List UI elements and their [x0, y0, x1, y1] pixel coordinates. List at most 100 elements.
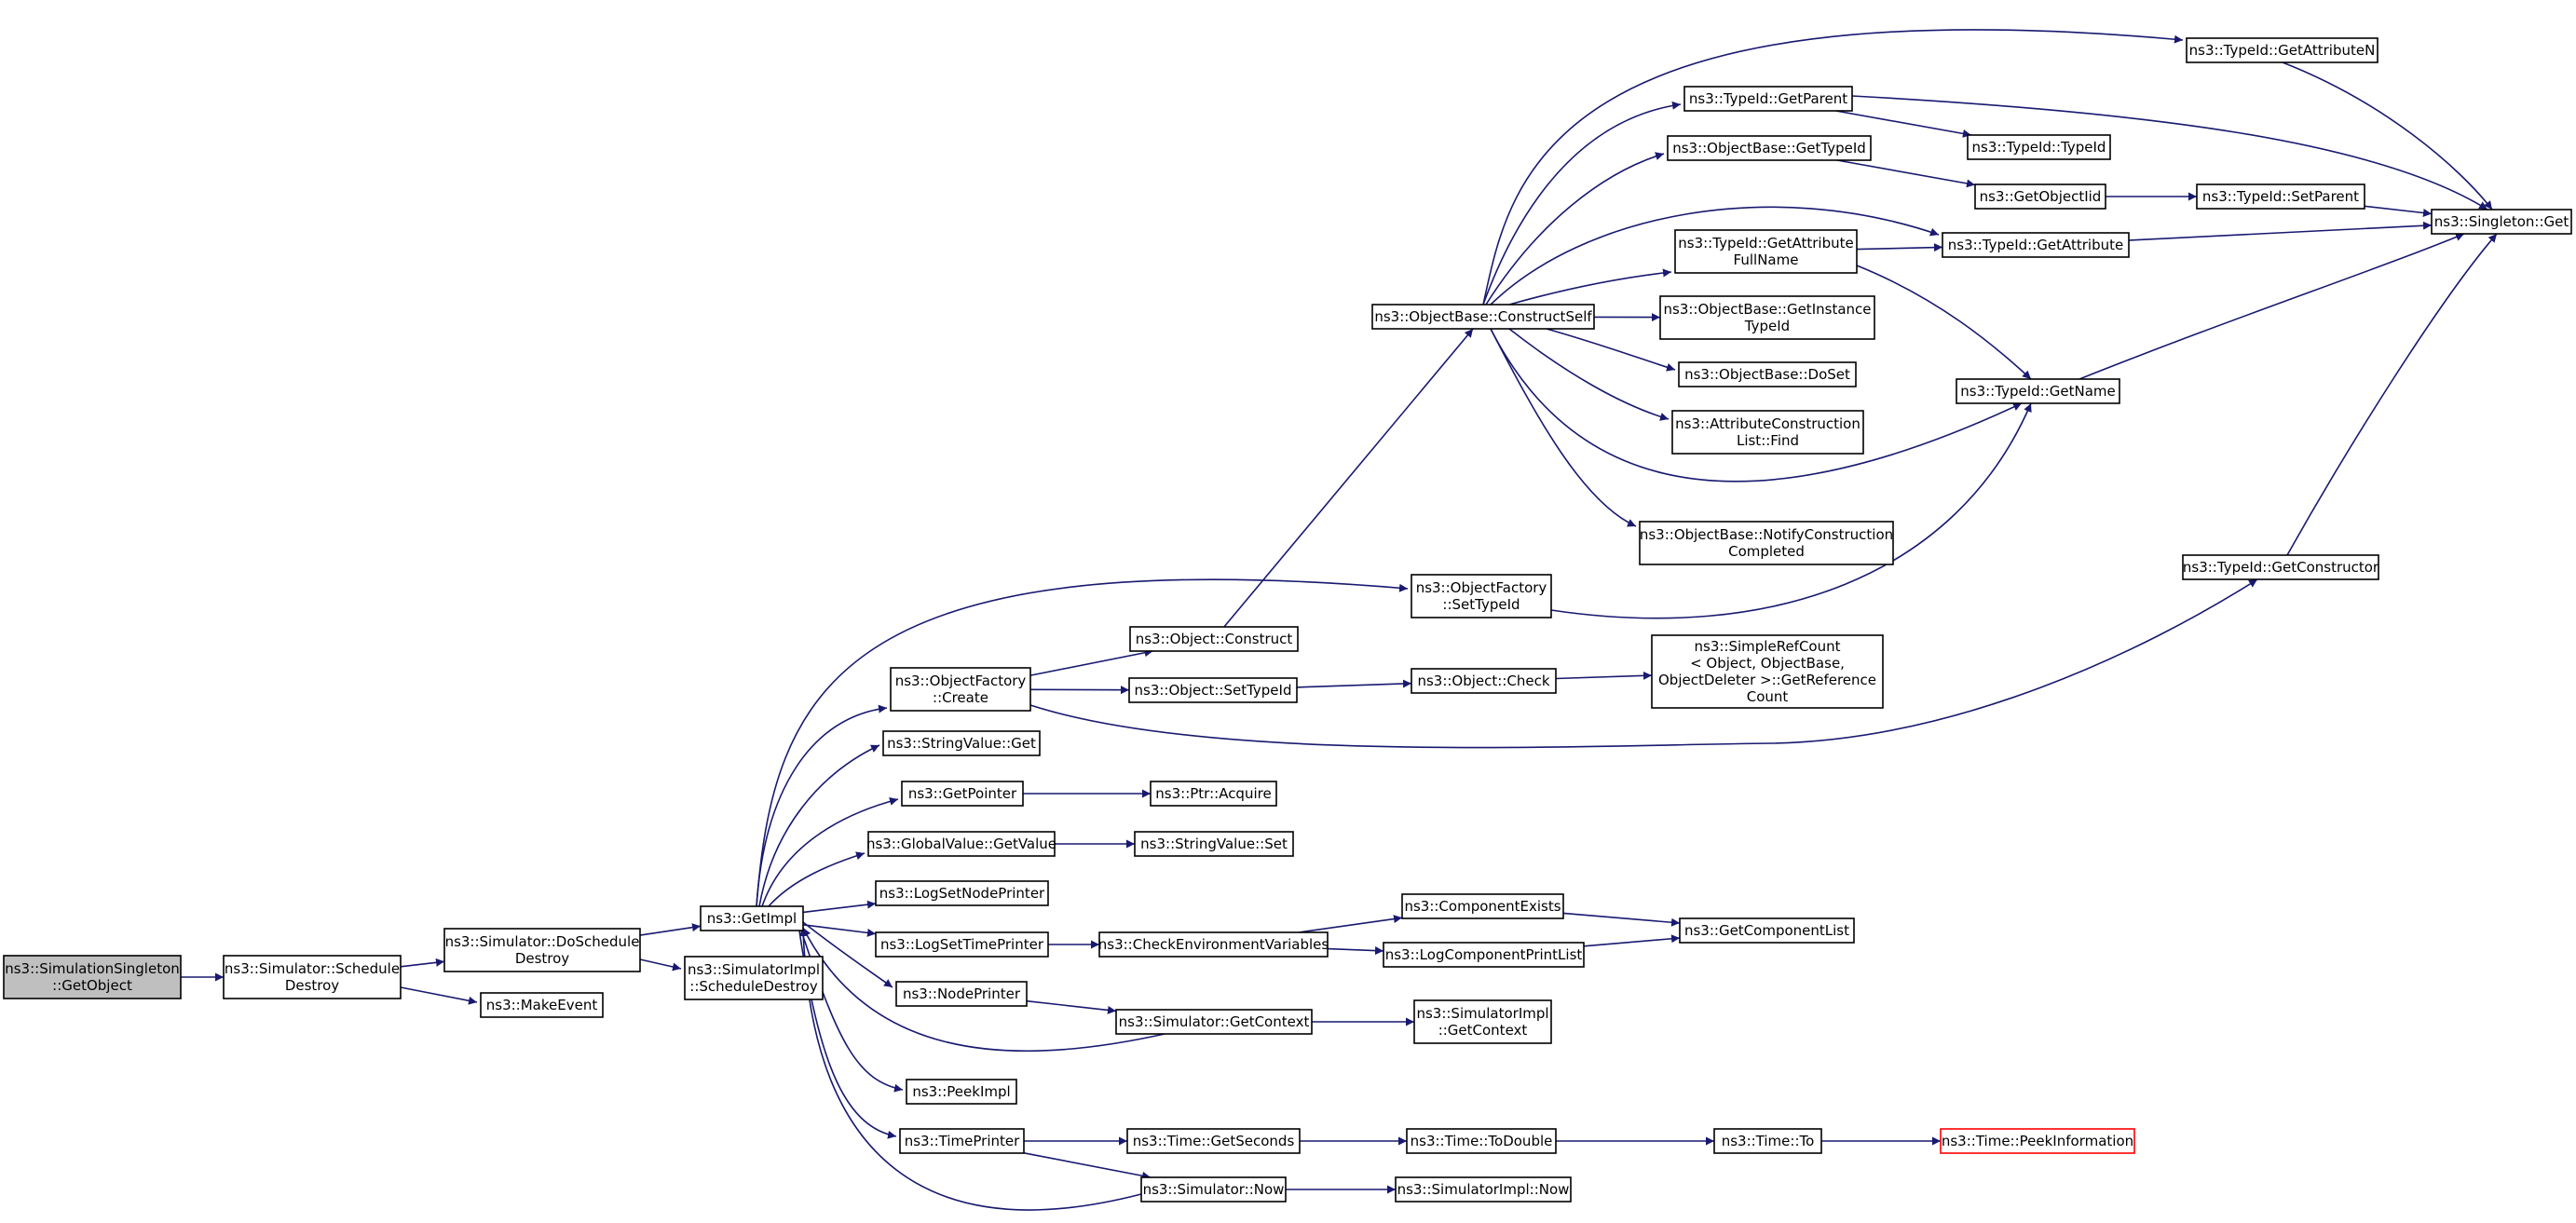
node-label-line: ns3::CheckEnvironmentVariables	[1098, 936, 1329, 953]
edge-line	[1835, 110, 1972, 138]
node-n9[interactable]: ns3::GetPointer	[901, 781, 1024, 807]
node-n36[interactable]: ns3::SimulatorImpl::Now	[1395, 1176, 1572, 1203]
edge-line	[1296, 679, 1412, 688]
node-n29[interactable]: ns3::Simulator::GetContext	[1115, 1009, 1313, 1035]
node-box	[1674, 229, 1858, 274]
node-label-line: ::GetContext	[1438, 1022, 1528, 1039]
node-n5[interactable]: ns3::GetImpl	[700, 905, 804, 931]
edge-n26-to-n28	[1562, 912, 1681, 927]
node-n32[interactable]: ns3::Time::ToDouble	[1406, 1128, 1557, 1154]
node-n26[interactable]: ns3::ComponentExists	[1401, 893, 1564, 919]
node-n47[interactable]: ns3::TypeId::TypeId	[1967, 134, 2111, 160]
node-n39[interactable]: ns3::ObjectBase::GetTypeId	[1667, 135, 1872, 161]
node-n30[interactable]: ns3::SimulatorImpl::GetContext	[1413, 999, 1552, 1044]
edge-line	[768, 851, 865, 907]
node-n44[interactable]: ns3::ObjectBase::NotifyConstructionCompl…	[1639, 521, 1894, 565]
node-n31[interactable]: ns3::Time::GetSeconds	[1126, 1128, 1301, 1154]
node-n19[interactable]: ns3::TypeId::GetConstructor	[2182, 554, 2379, 580]
node-label-line: ns3::PeekImpl	[912, 1083, 1010, 1100]
node-layer: ns3::SimulationSingleton::GetObjectns3::…	[3, 37, 2572, 1203]
edge-n40-to-n46	[1856, 243, 1943, 252]
node-n49[interactable]: ns3::TypeId::SetParent	[2196, 183, 2365, 210]
node-label-line: ns3::TypeId::GetName	[1960, 383, 2115, 400]
node-n13[interactable]: ns3::NodePrinter	[895, 981, 1028, 1007]
node-box	[1671, 410, 1864, 455]
node-n10[interactable]: ns3::GlobalValue::GetValue	[866, 831, 1056, 857]
node-n22[interactable]: ns3::SimpleRefCount< Object, ObjectBase,…	[1651, 634, 1884, 709]
node-box	[867, 831, 1056, 857]
node-n35[interactable]: ns3::Simulator::Now	[1140, 1176, 1287, 1203]
node-n45[interactable]: ns3::TypeId::GetName	[1956, 378, 2120, 404]
node-n15[interactable]: ns3::TimePrinter	[899, 1128, 1025, 1154]
node-box	[1967, 134, 2111, 160]
edge-line	[798, 927, 1142, 1211]
node-label-line: ns3::Time::PeekInformation	[1942, 1133, 2133, 1149]
node-n46[interactable]: ns3::TypeId::GetAttribute	[1942, 232, 2130, 258]
edge-n20-to-n42	[1546, 328, 1676, 372]
edge-n5-to-n10	[768, 851, 865, 907]
node-n16[interactable]: ns3::ObjectFactory::SetTypeId	[1411, 574, 1552, 618]
node-box	[875, 931, 1049, 958]
node-box	[1659, 295, 1875, 340]
node-n27[interactable]: ns3::LogComponentPrintList	[1383, 942, 1585, 968]
node-n8[interactable]: ns3::StringValue::Get	[882, 730, 1041, 756]
node-label-line: ObjectDeleter >::GetReference	[1658, 672, 1876, 688]
node-n2[interactable]: ns3::Simulator::ScheduleDestroy	[223, 955, 402, 999]
node-n14[interactable]: ns3::PeekImpl	[906, 1079, 1017, 1105]
node-label-line: ns3::TypeId::GetParent	[1689, 90, 1847, 107]
node-box	[1395, 1176, 1572, 1203]
node-n20[interactable]: ns3::ObjectBase::ConstructSelf	[1371, 304, 1595, 330]
edge-n27-to-n28	[1583, 934, 1681, 947]
edge-n7-to-n17	[1029, 648, 1153, 676]
edge-line	[1026, 999, 1117, 1014]
node-n37[interactable]: ns3::TypeId::GetAttributeN	[2186, 37, 2378, 63]
node-label-line: ns3::StringValue::Get	[887, 735, 1036, 752]
node-box	[906, 1079, 1017, 1105]
node-n50[interactable]: ns3::Singleton::Get	[2431, 209, 2572, 235]
node-label-line: ns3::Simulator::Now	[1143, 1181, 1285, 1198]
edge-line	[761, 796, 899, 907]
node-label-line: ns3::AttributeConstruction	[1675, 415, 1860, 432]
node-n12[interactable]: ns3::LogSetTimePrinter	[875, 931, 1049, 958]
node-label-line: ns3::SimpleRefCount	[1695, 638, 1841, 655]
node-n18[interactable]: ns3::Object::SetTypeId	[1128, 677, 1298, 703]
node-box	[1406, 1128, 1557, 1154]
node-box	[1411, 574, 1552, 618]
node-label-line: ns3::Ptr::Acquire	[1155, 785, 1271, 802]
node-n25[interactable]: ns3::CheckEnvironmentVariables	[1098, 931, 1329, 958]
node-n38[interactable]: ns3::TypeId::GetParent	[1683, 86, 1853, 112]
node-label-line: ns3::Simulator::Schedule	[225, 960, 400, 977]
node-n21[interactable]: ns3::Object::Check	[1411, 668, 1557, 694]
node-n17[interactable]: ns3::Object::Construct	[1129, 626, 1299, 652]
node-label-line: ns3::NodePrinter	[903, 985, 1021, 1002]
edge-n38-to-n50	[1851, 95, 2488, 211]
node-n1[interactable]: ns3::SimulationSingleton::GetObject	[3, 955, 182, 999]
node-label-line: ns3::SimulatorImpl::Now	[1397, 1181, 1570, 1198]
node-n23[interactable]: ns3::Ptr::Acquire	[1150, 781, 1277, 807]
edge-n7-to-n19	[1029, 578, 2258, 749]
node-n34[interactable]: ns3::Time::PeekInformation	[1940, 1128, 2135, 1154]
node-n33[interactable]: ns3::Time::To	[1713, 1128, 1822, 1154]
edge-n49-to-n50	[2364, 205, 2433, 217]
node-n7[interactable]: ns3::ObjectFactory::Create	[890, 667, 1031, 712]
node-label-line: TypeId	[1744, 318, 1790, 334]
node-label-line: ns3::Simulator::GetContext	[1119, 1013, 1310, 1030]
node-n48[interactable]: ns3::GetObjectIid	[1974, 183, 2106, 210]
node-n28[interactable]: ns3::GetComponentList	[1679, 917, 1855, 944]
edge-line	[1023, 1152, 1152, 1180]
node-label-line: ::ScheduleDestroy	[689, 978, 818, 995]
node-n42[interactable]: ns3::ObjectBase::DoSet	[1678, 361, 1857, 387]
edge-line	[400, 958, 445, 968]
node-n6[interactable]: ns3::SimulatorImpl::ScheduleDestroy	[684, 956, 824, 1000]
node-n4[interactable]: ns3::MakeEvent	[480, 992, 604, 1018]
edge-line	[1836, 159, 1976, 188]
node-label-line: Count	[1747, 688, 1789, 705]
node-n24[interactable]: ns3::StringValue::Set	[1134, 831, 1294, 857]
node-label-line: ns3::ComponentExists	[1404, 898, 1561, 915]
node-n11[interactable]: ns3::LogSetNodePrinter	[875, 880, 1049, 906]
node-label-line: ns3::ObjectFactory	[1416, 579, 1547, 596]
